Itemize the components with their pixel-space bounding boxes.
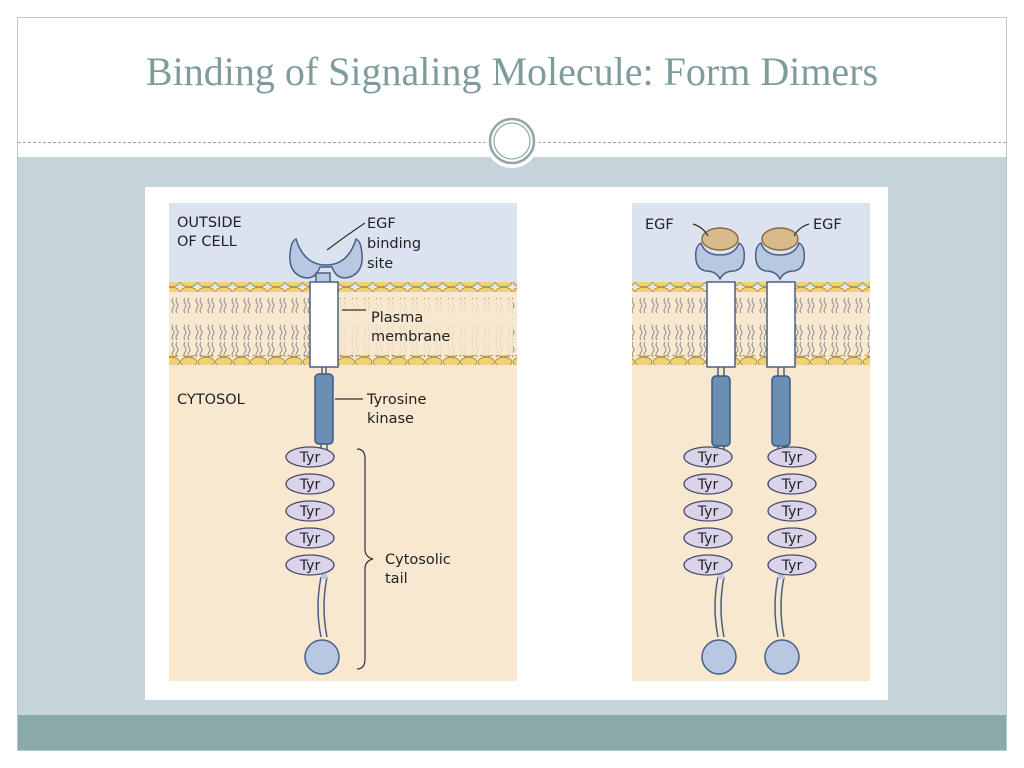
egf-binding-site-icon [289,237,363,279]
tyr-label: Tyr [299,477,321,493]
outside-cell-label: OF CELL [177,234,237,250]
tyr-label: Tyr [697,450,719,466]
plasma-membrane-label: membrane [371,329,450,345]
tyrosine-kinase-label: kinase [367,411,414,427]
tyr-label: Tyr [697,504,719,520]
receptor-monomer-right: Tyr Tyr Tyr Tyr Tyr [754,227,817,675]
cytosolic-tail-label: tail [385,571,408,587]
tyr-label: Tyr [299,504,321,520]
egf-receptor-figure: Tyr Tyr Tyr Tyr Tyr OUTSIDE OF CELL EGF … [145,187,888,700]
slide-frame [17,17,1007,751]
egf-label-left: EGF [645,217,674,233]
tyr-label: Tyr [299,531,321,547]
egf-ligand-icon [701,227,739,251]
tyr-label: Tyr [781,477,803,493]
divider-ring-icon [485,114,539,168]
tyr-label: Tyr [781,558,803,574]
slide-title: Binding of Signaling Molecule: Form Dime… [145,49,879,94]
tail-end-icon [304,639,340,675]
tyr-label: Tyr [299,558,321,574]
tyr-label: Tyr [697,531,719,547]
tyr-label: Tyr [697,558,719,574]
left-panel: Tyr Tyr Tyr Tyr Tyr OUTSIDE OF CELL EGF … [169,203,517,681]
egf-binding-site-label: EGF [367,216,396,232]
left-tyr-group: Tyr Tyr Tyr Tyr Tyr [285,446,335,576]
tyr-label: Tyr [781,504,803,520]
cytosolic-tail-bracket [356,448,374,670]
lipid-heads-top [169,282,517,292]
lipid-heads-bottom [169,355,517,365]
transmembrane-segment [309,281,339,368]
tyrosine-kinase-domain [314,373,334,445]
egf-receptor-diagram: Tyr Tyr Tyr Tyr Tyr OUTSIDE OF CELL EGF … [169,203,870,681]
footer-bar [18,715,1006,750]
egf-binding-site-label: site [367,256,393,272]
tyr-label: Tyr [781,531,803,547]
outside-cell-label: OUTSIDE [177,215,242,231]
tyr-label: Tyr [299,450,321,466]
receptor-monomer-left: Tyr Tyr Tyr Tyr Tyr [683,227,746,675]
cytosolic-tail-label: Cytosolic [385,552,451,568]
tyr-label: Tyr [781,450,803,466]
tyr-label: Tyr [697,477,719,493]
egf-binding-site-label: binding [367,236,421,252]
egf-ligand-icon [761,227,799,251]
cytosol-label: CYTOSOL [177,392,245,408]
plasma-membrane-label: Plasma [371,310,423,326]
egf-label-right: EGF [813,217,842,233]
right-panel: Tyr Tyr Tyr Tyr Tyr [632,203,870,681]
tyrosine-kinase-label: Tyrosine [366,392,426,408]
